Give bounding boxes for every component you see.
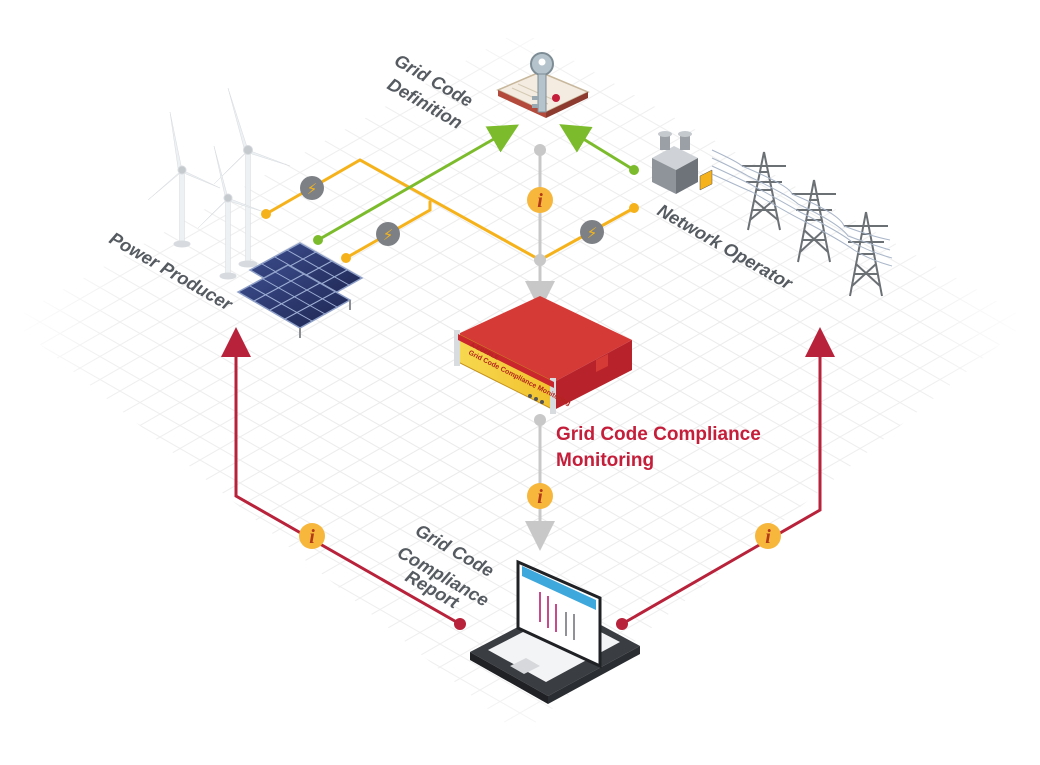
svg-text:i: i (537, 486, 543, 508)
solar-panels-icon (236, 242, 364, 338)
info-icon-network: i (755, 523, 781, 549)
gccm-device-icon (454, 296, 632, 414)
info-icon-device: i (527, 483, 553, 509)
report-node-left (454, 618, 466, 630)
bolt-icon-network: ⚡ (580, 220, 604, 244)
flow-node-definition (534, 144, 546, 156)
svg-text:i: i (765, 526, 771, 548)
power-node-network (629, 203, 639, 213)
flow-node-device (534, 414, 546, 426)
definition-node-network (629, 165, 639, 175)
laptop-icon (470, 559, 640, 704)
svg-text:⚡: ⚡ (587, 224, 598, 242)
definition-arrows (317, 124, 635, 242)
report-lines (221, 327, 835, 626)
definition-node-producer (313, 235, 323, 245)
grid-code-definition-icon (496, 52, 590, 118)
wind-turbines-icon (147, 87, 291, 280)
svg-text:i: i (537, 190, 543, 212)
gccm-label-line2: Monitoring (556, 450, 654, 471)
bolt-icon-solar: ⚡ (376, 222, 400, 246)
power-node-wind (261, 209, 271, 219)
substation-icon (652, 131, 713, 194)
power-cables (711, 149, 893, 267)
gccm-label-line1: Grid Code Compliance (556, 424, 761, 445)
svg-text:i: i (309, 526, 315, 548)
bolt-icon-wind: ⚡ (300, 176, 324, 200)
svg-text:⚡: ⚡ (383, 226, 394, 244)
flow-node-junction (534, 254, 546, 266)
report-node-right (616, 618, 628, 630)
info-icon-producer: i (299, 523, 325, 549)
power-node-solar (341, 253, 351, 263)
svg-text:⚡: ⚡ (307, 180, 318, 198)
info-icon-definition: i (527, 187, 553, 213)
